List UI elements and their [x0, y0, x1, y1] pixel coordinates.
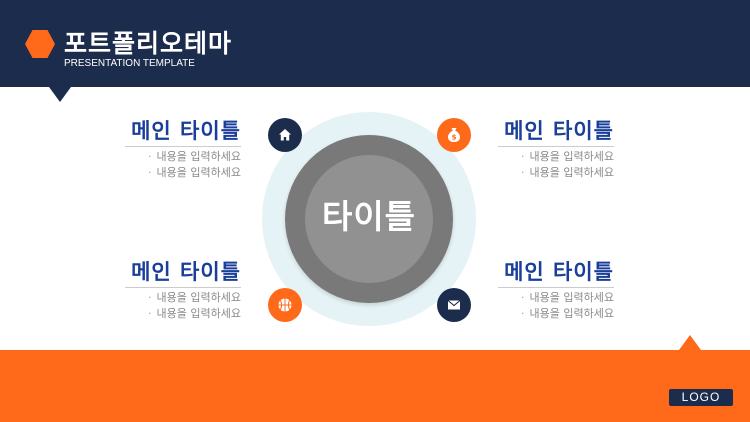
list-item: ·내용을 입력하세요: [148, 150, 241, 163]
footer-banner: [0, 350, 750, 422]
page-title: 포트폴리오테마: [64, 29, 233, 58]
hexagon-icon: [25, 30, 55, 58]
list-item: ·내용을 입력하세요: [148, 307, 241, 320]
list-item: ·내용을 입력하세요: [148, 166, 241, 179]
header-pointer: [49, 87, 71, 102]
svg-text:$: $: [452, 134, 457, 142]
block-list: ·내용을 입력하세요 ·내용을 입력하세요: [148, 149, 241, 181]
block-divider: [125, 287, 241, 288]
header-banner: 포트폴리오테마 PRESENTATION TEMPLATE: [0, 0, 750, 87]
list-item: ·내용을 입력하세요: [521, 166, 614, 179]
block-list: ·내용을 입력하세요 ·내용을 입력하세요: [521, 149, 614, 181]
block-title: 메인 타이틀: [504, 260, 614, 284]
inner-circle: [305, 155, 433, 283]
mail-icon[interactable]: [437, 288, 471, 322]
list-item: ·내용을 입력하세요: [521, 150, 614, 163]
list-item: ·내용을 입력하세요: [148, 291, 241, 304]
block-divider: [125, 146, 241, 147]
block-title: 메인 타이틀: [131, 119, 241, 143]
logo-badge[interactable]: LOGO: [669, 389, 733, 406]
block-divider: [498, 287, 614, 288]
money-bag-icon[interactable]: $: [437, 118, 471, 152]
block-title: 메인 타이틀: [131, 260, 241, 284]
block-list: ·내용을 입력하세요 ·내용을 입력하세요: [521, 290, 614, 322]
list-item: ·내용을 입력하세요: [521, 307, 614, 320]
block-divider: [498, 146, 614, 147]
basketball-icon[interactable]: [268, 288, 302, 322]
list-item: ·내용을 입력하세요: [521, 291, 614, 304]
block-title: 메인 타이틀: [504, 119, 614, 143]
page-subtitle: PRESENTATION TEMPLATE: [64, 58, 195, 69]
home-icon[interactable]: [268, 118, 302, 152]
block-list: ·내용을 입력하세요 ·내용을 입력하세요: [148, 290, 241, 322]
footer-pointer: [679, 335, 701, 350]
center-title: 타이틀: [321, 197, 417, 236]
